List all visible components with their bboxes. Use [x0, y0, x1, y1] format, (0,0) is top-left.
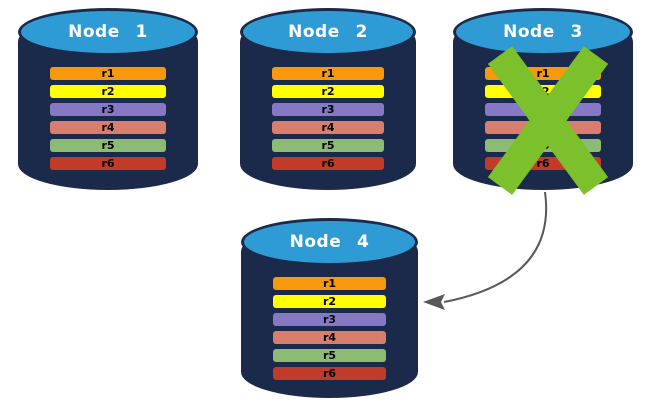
replica-row-r2: r2: [50, 85, 166, 98]
arrow-curve: [443, 191, 548, 303]
node-2: Node 2 r1 r2 r3 r4 r5 r6: [240, 8, 416, 190]
replica-row-r4: r4: [50, 121, 166, 134]
replica-row-r4: r4: [272, 331, 387, 344]
replica-row-r5: r5: [50, 139, 166, 152]
node-title: Node 2: [288, 22, 368, 42]
cylinder-top: Node 3: [453, 8, 633, 56]
node-title: Node 4: [289, 232, 370, 252]
replica-row-r2: r2: [271, 85, 385, 98]
replica-row-r3: r3: [271, 103, 385, 116]
replica-row-r2: r2: [272, 295, 387, 308]
arrowhead-icon: [423, 294, 445, 310]
replica-row-r6: r6: [50, 157, 166, 170]
failure-x-icon: [487, 46, 609, 195]
failover-arrow: [423, 191, 548, 310]
node-1: Node 1 r1 r2 r3 r4 r5 r6: [18, 8, 198, 190]
cylinder-top: Node 4: [241, 218, 418, 266]
node-title: Node 1: [68, 22, 148, 42]
node-4: Node 4 r1 r2 r3 r4 r5 r6: [241, 218, 418, 398]
replica-row-r4: r4: [271, 121, 385, 134]
replica-row-r5: r5: [272, 349, 387, 362]
replica-list: r1 r2 r3 r4 r5 r6: [18, 67, 198, 175]
cylinder-top: Node 2: [240, 8, 416, 56]
replica-row-r5: r5: [271, 139, 385, 152]
replica-row-r6: r6: [272, 367, 387, 380]
replica-list: r1 r2 r3 r4 r5 r6: [240, 67, 416, 175]
replica-row-r3: r3: [272, 313, 387, 326]
replica-row-r1: r1: [271, 67, 385, 80]
replica-row-r1: r1: [50, 67, 166, 80]
cylinder-top: Node 1: [18, 8, 198, 56]
replica-row-r1: r1: [272, 277, 387, 290]
replica-list: r1 r2 r3 r4 r5 r6: [241, 277, 418, 385]
x-stroke-2: [487, 46, 609, 195]
replica-row-r6: r6: [271, 157, 385, 170]
node-title: Node 3: [503, 22, 583, 42]
replica-row-r3: r3: [50, 103, 166, 116]
node-3: Node 3 r1 r2 r3 r4 r5 r6: [453, 8, 633, 195]
